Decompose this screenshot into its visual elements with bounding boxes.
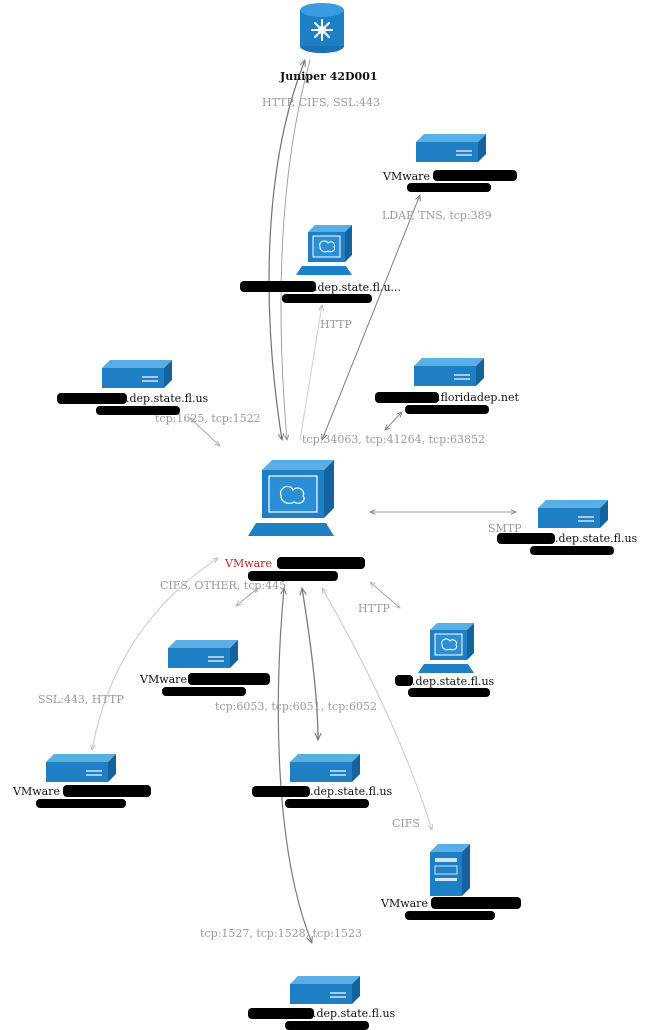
node-dep-bottom[interactable]: .dep.state.fl.us: [248, 976, 396, 1030]
edge-label-cifs: CIFS: [392, 817, 420, 830]
redaction-bar: [57, 393, 127, 404]
workstation-icon: [418, 623, 474, 673]
edge-label-http-right: HTTP: [358, 602, 390, 615]
router-icon: [300, 3, 344, 53]
node-label-vmware-top: VMware: [382, 170, 430, 183]
server-icon: [46, 754, 116, 782]
node-vmware-left[interactable]: VMware: [12, 754, 151, 808]
redaction-bar: [395, 675, 413, 686]
redaction-bar: [252, 786, 310, 797]
node-label-smtp-host: .dep.state.fl.us: [555, 532, 638, 545]
workstation-icon: [248, 460, 334, 536]
edge-label-floridadep: tcp:34063, tcp:41264, tcp:63852: [302, 433, 485, 446]
node-workstation[interactable]: .dep.state.fl.u...: [240, 225, 401, 303]
redaction-bar: [433, 170, 517, 181]
node-label-center: VMware: [224, 557, 272, 570]
node-label-ws-right: .dep.state.fl.us: [412, 675, 495, 688]
redaction-bar: [431, 897, 521, 909]
edge-vmware-top[interactable]: [322, 195, 420, 440]
node-center[interactable]: VMware: [224, 460, 365, 581]
node-label-floridadep: .floridadep.net: [437, 391, 520, 404]
edge-label-workstation: HTTP: [320, 318, 352, 331]
server-icon: [416, 134, 486, 162]
redaction-bar: [407, 183, 491, 192]
redaction-bar: [408, 688, 490, 697]
edge-label-dep-left: tcp:1625, tcp:1522: [155, 412, 261, 425]
edge-label-juniper: HTTP, CIFS, SSL:443: [262, 96, 380, 109]
tower-server-icon: [430, 844, 470, 896]
edge-label-tcp6053: tcp:6053, tcp:6051, tcp:6052: [215, 700, 377, 713]
edge-labels: HTTP, CIFS, SSL:443 LDAP, TNS, tcp:389 H…: [38, 96, 522, 940]
redaction-bar: [96, 406, 180, 415]
edge-label-ssl-http: SSL:443, HTTP: [38, 693, 124, 706]
server-icon: [102, 360, 172, 388]
edge-label-cifs-other: CIFS, OTHER, tcp:445: [160, 579, 286, 592]
edge-tcp1527[interactable]: [277, 588, 312, 943]
edge-label-vmware-top: LDAP, TNS, tcp:389: [382, 209, 492, 222]
node-label-juniper: Juniper 42D001: [279, 70, 378, 83]
node-label-vmware-tower: VMware: [380, 897, 428, 910]
edge-cifs[interactable]: [322, 588, 432, 830]
edge-floridadep[interactable]: [385, 412, 402, 430]
server-icon: [290, 976, 360, 1004]
edge-cifs-other[interactable]: [236, 588, 258, 606]
redaction-bar: [282, 294, 372, 303]
redaction-bar: [285, 1021, 369, 1030]
edge-tcp6053[interactable]: [302, 588, 318, 740]
redaction-bar: [405, 911, 495, 920]
node-floridadep[interactable]: .floridadep.net: [375, 358, 520, 414]
redaction-bar: [248, 571, 338, 581]
server-icon: [414, 358, 484, 386]
redaction-bar: [277, 557, 365, 569]
node-ws-right[interactable]: .dep.state.fl.us: [395, 623, 495, 697]
node-dep-mid[interactable]: .dep.state.fl.us: [252, 754, 393, 808]
server-icon: [168, 640, 238, 668]
server-icon: [538, 500, 608, 528]
edge-juniper[interactable]: [268, 60, 305, 440]
node-vmware-tower[interactable]: VMware: [380, 844, 521, 920]
redaction-bar: [162, 687, 246, 696]
node-vmware-top[interactable]: VMware: [382, 134, 517, 192]
redaction-bar: [405, 405, 489, 414]
redaction-bar: [497, 533, 555, 544]
workstation-icon: [296, 225, 352, 275]
redaction-bar: [63, 785, 151, 797]
redaction-bar: [240, 281, 316, 292]
node-label-dep-left: .dep.state.fl.us: [126, 392, 209, 405]
redaction-bar: [36, 799, 126, 808]
node-juniper[interactable]: Juniper 42D001: [279, 3, 378, 83]
node-label-dep-mid: .dep.state.fl.us: [310, 785, 393, 798]
edge-label-smtp: SMTP: [488, 522, 522, 535]
edge-workstation[interactable]: [299, 305, 322, 441]
redaction-bar: [285, 799, 369, 808]
node-label-vmware-left: VMware: [12, 785, 60, 798]
node-label-vmware-mid: VMware: [139, 673, 187, 686]
redaction-bar: [248, 1008, 314, 1019]
node-smtp-host[interactable]: .dep.state.fl.us: [497, 500, 638, 555]
node-label-workstation: .dep.state.fl.u...: [314, 281, 401, 294]
edge-label-tcp1527: tcp:1527, tcp:1528, tcp:1523: [200, 927, 362, 940]
edges: [92, 60, 516, 943]
redaction-bar: [530, 546, 614, 555]
node-label-dep-bottom: .dep.state.fl.us: [313, 1007, 396, 1020]
edge-ssl-http[interactable]: [92, 558, 218, 750]
edge-juniper-b[interactable]: [280, 59, 311, 440]
node-vmware-mid[interactable]: VMware: [139, 640, 270, 696]
redaction-bar: [188, 673, 270, 685]
redaction-bar: [375, 392, 439, 403]
server-icon: [290, 754, 360, 782]
edge-dep-left[interactable]: [190, 418, 220, 446]
node-dep-left[interactable]: .dep.state.fl.us: [57, 360, 209, 415]
